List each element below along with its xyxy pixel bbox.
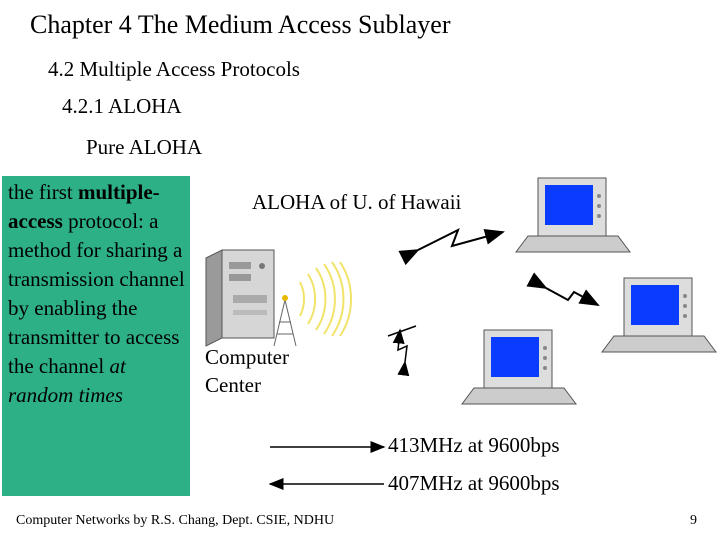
downlink-frequency: 407MHz at 9600bps	[388, 471, 560, 495]
footer-credit: Computer Networks by R.S. Chang, Dept. C…	[16, 513, 335, 528]
computer-center-line2: Center	[205, 373, 261, 397]
definition-bold: multiple-access	[8, 180, 160, 233]
slide-title: Chapter 4 The Medium Access Sublayer	[30, 10, 451, 39]
radio-waves-icon	[299, 261, 353, 337]
definition-text-2: protocol: a method for sharing a transmi…	[8, 209, 185, 378]
definition-text: the first multiple-access protocol: a me…	[8, 178, 186, 410]
section-heading: 4.2 Multiple Access Protocols	[48, 57, 300, 81]
link-bolt-1	[398, 227, 505, 266]
terminal-icon-2	[601, 277, 717, 353]
link-bolt-3	[392, 328, 410, 377]
definition-box	[2, 176, 190, 496]
definition-italic: at random times	[8, 354, 126, 407]
subsection-heading: 4.2.1 ALOHA	[62, 94, 182, 118]
computer-center-label: Computer Center	[205, 343, 289, 399]
computer-center-line1: Computer	[205, 345, 289, 369]
server-tower-icon	[205, 249, 275, 347]
link-line-3b	[387, 325, 417, 337]
antenna-icon	[273, 295, 297, 347]
uplink-frequency: 413MHz at 9600bps	[388, 433, 560, 457]
terminal-icon-3	[461, 329, 577, 405]
link-bolt-2	[526, 272, 600, 306]
page-number: 9	[690, 513, 697, 528]
terminal-icon-1	[515, 177, 631, 253]
topic-heading: Pure ALOHA	[86, 135, 203, 159]
diagram-label: ALOHA of U. of Hawaii	[252, 190, 462, 214]
definition-text-1: the first	[8, 180, 78, 204]
